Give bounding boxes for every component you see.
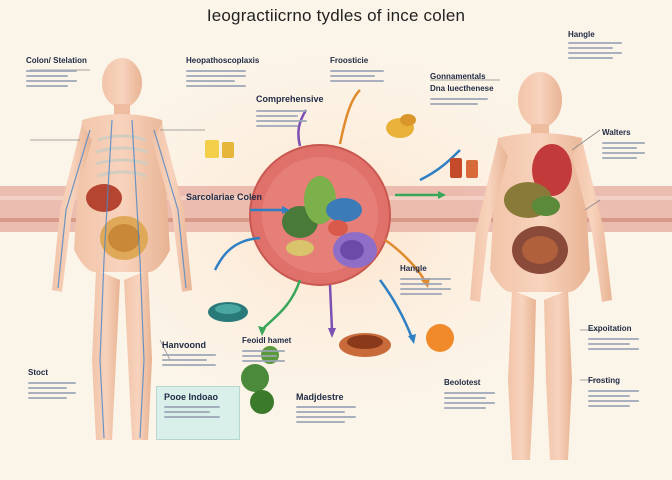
text-block-hepathoscoplaxis	[186, 70, 256, 90]
label-gonnamentals: Gonnamentals	[430, 72, 486, 81]
human-figure-right	[470, 72, 612, 460]
human-figure-left	[52, 58, 192, 440]
label-colon-left: Colon/ Stelation	[26, 56, 87, 65]
label-hangle: Hangle	[400, 264, 427, 273]
text-block-frosting	[588, 390, 648, 410]
highlight-box	[156, 386, 240, 440]
text-block-comprehensive	[256, 110, 316, 130]
text-block-colon-left	[26, 70, 86, 90]
orange-fruit	[426, 324, 454, 352]
label-stoct: Stoct	[28, 368, 48, 377]
beans	[386, 114, 416, 138]
pill-jars	[205, 140, 234, 158]
label-pooe-indoao: Pooe Indoao	[164, 392, 218, 402]
label-frosting: Frosting	[588, 376, 620, 385]
label-walters: Walters	[602, 128, 631, 137]
label-top-right: Hangle	[568, 30, 595, 39]
text-block-gonnamentals	[430, 98, 498, 108]
pill-dish	[208, 302, 248, 322]
text-block-pooe-indoao	[164, 406, 230, 421]
text-block-beolotest	[444, 392, 504, 412]
text-block-top-right	[568, 42, 632, 62]
label-hepathoscoplaxis: Heopathoscoplaxis	[186, 56, 260, 65]
label-beolotest: Beolotest	[444, 378, 481, 387]
text-block-expoitation	[588, 338, 648, 353]
label-expoitation: Expoitation	[588, 324, 632, 333]
text-block-walters	[602, 142, 652, 162]
pathway-arrows	[213, 89, 461, 339]
label-feoidl: Feoidl hamet	[242, 336, 292, 345]
label-sarcolariae: Sarcolariae Colen	[186, 192, 263, 202]
text-block-hanvoond	[162, 354, 226, 369]
supplement-bottles	[450, 158, 478, 178]
text-block-hangle	[400, 278, 460, 298]
label-madjdestre: Madjdestre	[296, 392, 344, 402]
digestive-system-circle	[249, 144, 391, 286]
text-block-froosticie	[330, 70, 394, 85]
label-froosticie: Froosticie	[330, 56, 369, 65]
meat-dish	[339, 333, 391, 357]
label-dna: Dna luecthenese	[430, 84, 494, 93]
page-title: Ieogractiicrno tydles of ince colen	[206, 6, 466, 25]
text-block-madjdestre	[296, 406, 366, 426]
text-block-stoct	[28, 382, 84, 402]
label-hanvoond: Hanvoond	[162, 340, 206, 350]
label-comprehensive: Comprehensive	[256, 94, 324, 104]
text-block-feoidl	[242, 350, 292, 365]
